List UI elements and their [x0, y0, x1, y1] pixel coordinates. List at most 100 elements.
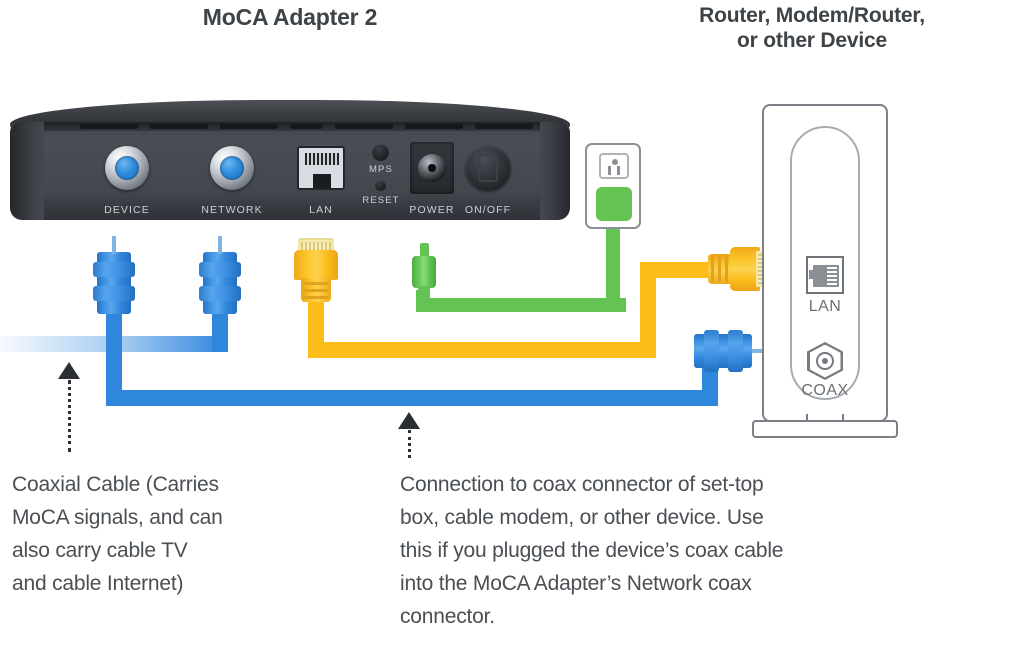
- connector-ethernet-router-end[interactable]: [706, 247, 772, 291]
- rj45-port-icon: [813, 265, 839, 287]
- connector-coax-router-end[interactable]: [694, 330, 772, 372]
- router-port-lan[interactable]: [806, 256, 844, 294]
- cable-ethernet-riser: [640, 262, 656, 358]
- outlet-slot-icon: [617, 166, 620, 175]
- adapter-label-power: POWER: [409, 204, 455, 216]
- caption-line: box, cable modem, or other device. Use: [400, 506, 764, 529]
- caption-line: MoCA signals, and can: [12, 506, 223, 529]
- adapter-label-reset: RESET: [362, 195, 400, 206]
- cable-coax-network-incoming: [0, 336, 228, 352]
- adapter-port-label-network: NETWORK: [201, 204, 263, 216]
- router-port-label-coax: COAX: [801, 382, 849, 399]
- adapter-port-lan-rj45[interactable]: [297, 146, 345, 190]
- rj45-notch-icon: [313, 174, 331, 188]
- rj45-rib-icon: [718, 256, 721, 282]
- router-stand-neck: [806, 414, 844, 424]
- caption-line: Coaxial Cable (Carries: [12, 473, 219, 496]
- vent-slot: [475, 124, 533, 129]
- page-title-router: Router, Modem/Router, or other Device: [632, 4, 992, 54]
- adapter-label-onoff: ON/OFF: [464, 204, 512, 216]
- vent-slot: [335, 124, 393, 129]
- adapter-left-edge: [10, 122, 44, 220]
- caption-line: also carry cable TV: [12, 539, 188, 562]
- vent-slot: [290, 124, 322, 129]
- rj45-housing-icon: [294, 250, 338, 280]
- callout-arrow-left: [58, 362, 80, 379]
- power-body-icon: [412, 256, 436, 288]
- caption-line: and cable Internet): [12, 572, 184, 595]
- cable-power-horizontal: [416, 298, 626, 312]
- adapter-label-mps: MPS: [369, 164, 393, 175]
- power-barrel-icon: [418, 154, 446, 182]
- outlet-ground-icon: [612, 159, 618, 165]
- callout-leader-right: [408, 430, 411, 458]
- connector-ethernet-adapter-end[interactable]: [294, 238, 338, 304]
- connector-power-barrel[interactable]: [412, 243, 436, 306]
- coax-band-icon: [93, 286, 135, 301]
- coax-pin-icon: [124, 165, 130, 171]
- power-boot-icon: [418, 286, 430, 306]
- adapter-port-label-lan: LAN: [309, 204, 333, 216]
- coax-stem-icon: [218, 236, 222, 254]
- outlet-socket-icon: [599, 153, 629, 179]
- page-title-adapter: MoCA Adapter 2: [202, 4, 378, 30]
- router-title-line-2: or other Device: [737, 28, 887, 52]
- coax-ring-icon: [816, 352, 834, 370]
- caption-coaxial-cable: Coaxial Cable (Carries MoCA signals, and…: [12, 468, 352, 600]
- router-port-coax[interactable]: [807, 342, 843, 380]
- cable-coax-device-horizontal: [106, 390, 718, 406]
- adapter-button-reset[interactable]: [375, 180, 386, 191]
- cable-power-riser: [606, 222, 620, 312]
- coax-band-icon: [93, 262, 135, 277]
- rj45-pins-icon: [305, 153, 339, 165]
- coax-band-icon: [704, 330, 719, 372]
- coax-band-icon: [199, 286, 241, 301]
- connector-coax-device[interactable]: [93, 236, 135, 314]
- adapter-port-power-jack[interactable]: [410, 142, 454, 194]
- coax-center-pin-icon: [822, 358, 828, 364]
- cable-coax-device-vertical: [106, 300, 122, 406]
- router-face-panel: [790, 126, 860, 400]
- callout-arrow-right: [398, 412, 420, 429]
- caption-coax-connection: Connection to coax connector of set-top …: [400, 468, 1000, 633]
- adapter-port-label-device: DEVICE: [104, 204, 150, 216]
- vent-slot: [220, 124, 278, 129]
- coax-band-icon: [728, 330, 743, 372]
- outlet-plug-icon[interactable]: [596, 187, 632, 221]
- router-title-line-1: Router, Modem/Router,: [699, 4, 925, 27]
- caption-line: connector.: [400, 605, 495, 628]
- outlet-slot-icon: [608, 166, 611, 175]
- power-pin-icon: [420, 243, 429, 259]
- coax-body-icon: [694, 334, 752, 368]
- rj45-rib-icon: [303, 282, 329, 285]
- coax-band-icon: [199, 262, 241, 277]
- rj45-tab-icon: [809, 270, 815, 279]
- router-port-label-lan: LAN: [808, 298, 842, 315]
- rj45-rib-icon: [725, 256, 728, 282]
- cable-ethernet-horizontal: [308, 342, 656, 358]
- rj45-housing-icon: [730, 247, 760, 291]
- vent-slot: [405, 124, 463, 129]
- caption-line: Connection to coax connector of set-top: [400, 473, 764, 496]
- moca-adapter-device: DEVICE NETWORK LAN MPS RESET POWER ON/OF…: [10, 100, 570, 220]
- coax-pin-icon: [229, 165, 235, 171]
- rj45-rib-icon: [711, 256, 714, 282]
- adapter-button-mps[interactable]: [372, 144, 389, 161]
- coax-stem-icon: [112, 236, 116, 254]
- router-device: LAN COAX: [752, 104, 898, 438]
- rj45-rib-icon: [303, 296, 329, 299]
- caption-line: this if you plugged the device’s coax ca…: [400, 539, 784, 562]
- callout-leader-left: [68, 380, 71, 452]
- vent-slot: [80, 124, 138, 129]
- adapter-port-device-coax[interactable]: [105, 146, 149, 190]
- rj45-rib-icon: [303, 289, 329, 292]
- adapter-right-edge: [540, 122, 570, 220]
- router-stand-base: [752, 420, 898, 438]
- adapter-button-onoff[interactable]: [465, 145, 511, 191]
- cable-ethernet-to-router: [640, 262, 726, 278]
- caption-line: into the MoCA Adapter’s Network coax: [400, 572, 752, 595]
- connector-coax-network[interactable]: [199, 236, 241, 314]
- vent-slot: [150, 124, 208, 129]
- adapter-port-network-coax[interactable]: [210, 146, 254, 190]
